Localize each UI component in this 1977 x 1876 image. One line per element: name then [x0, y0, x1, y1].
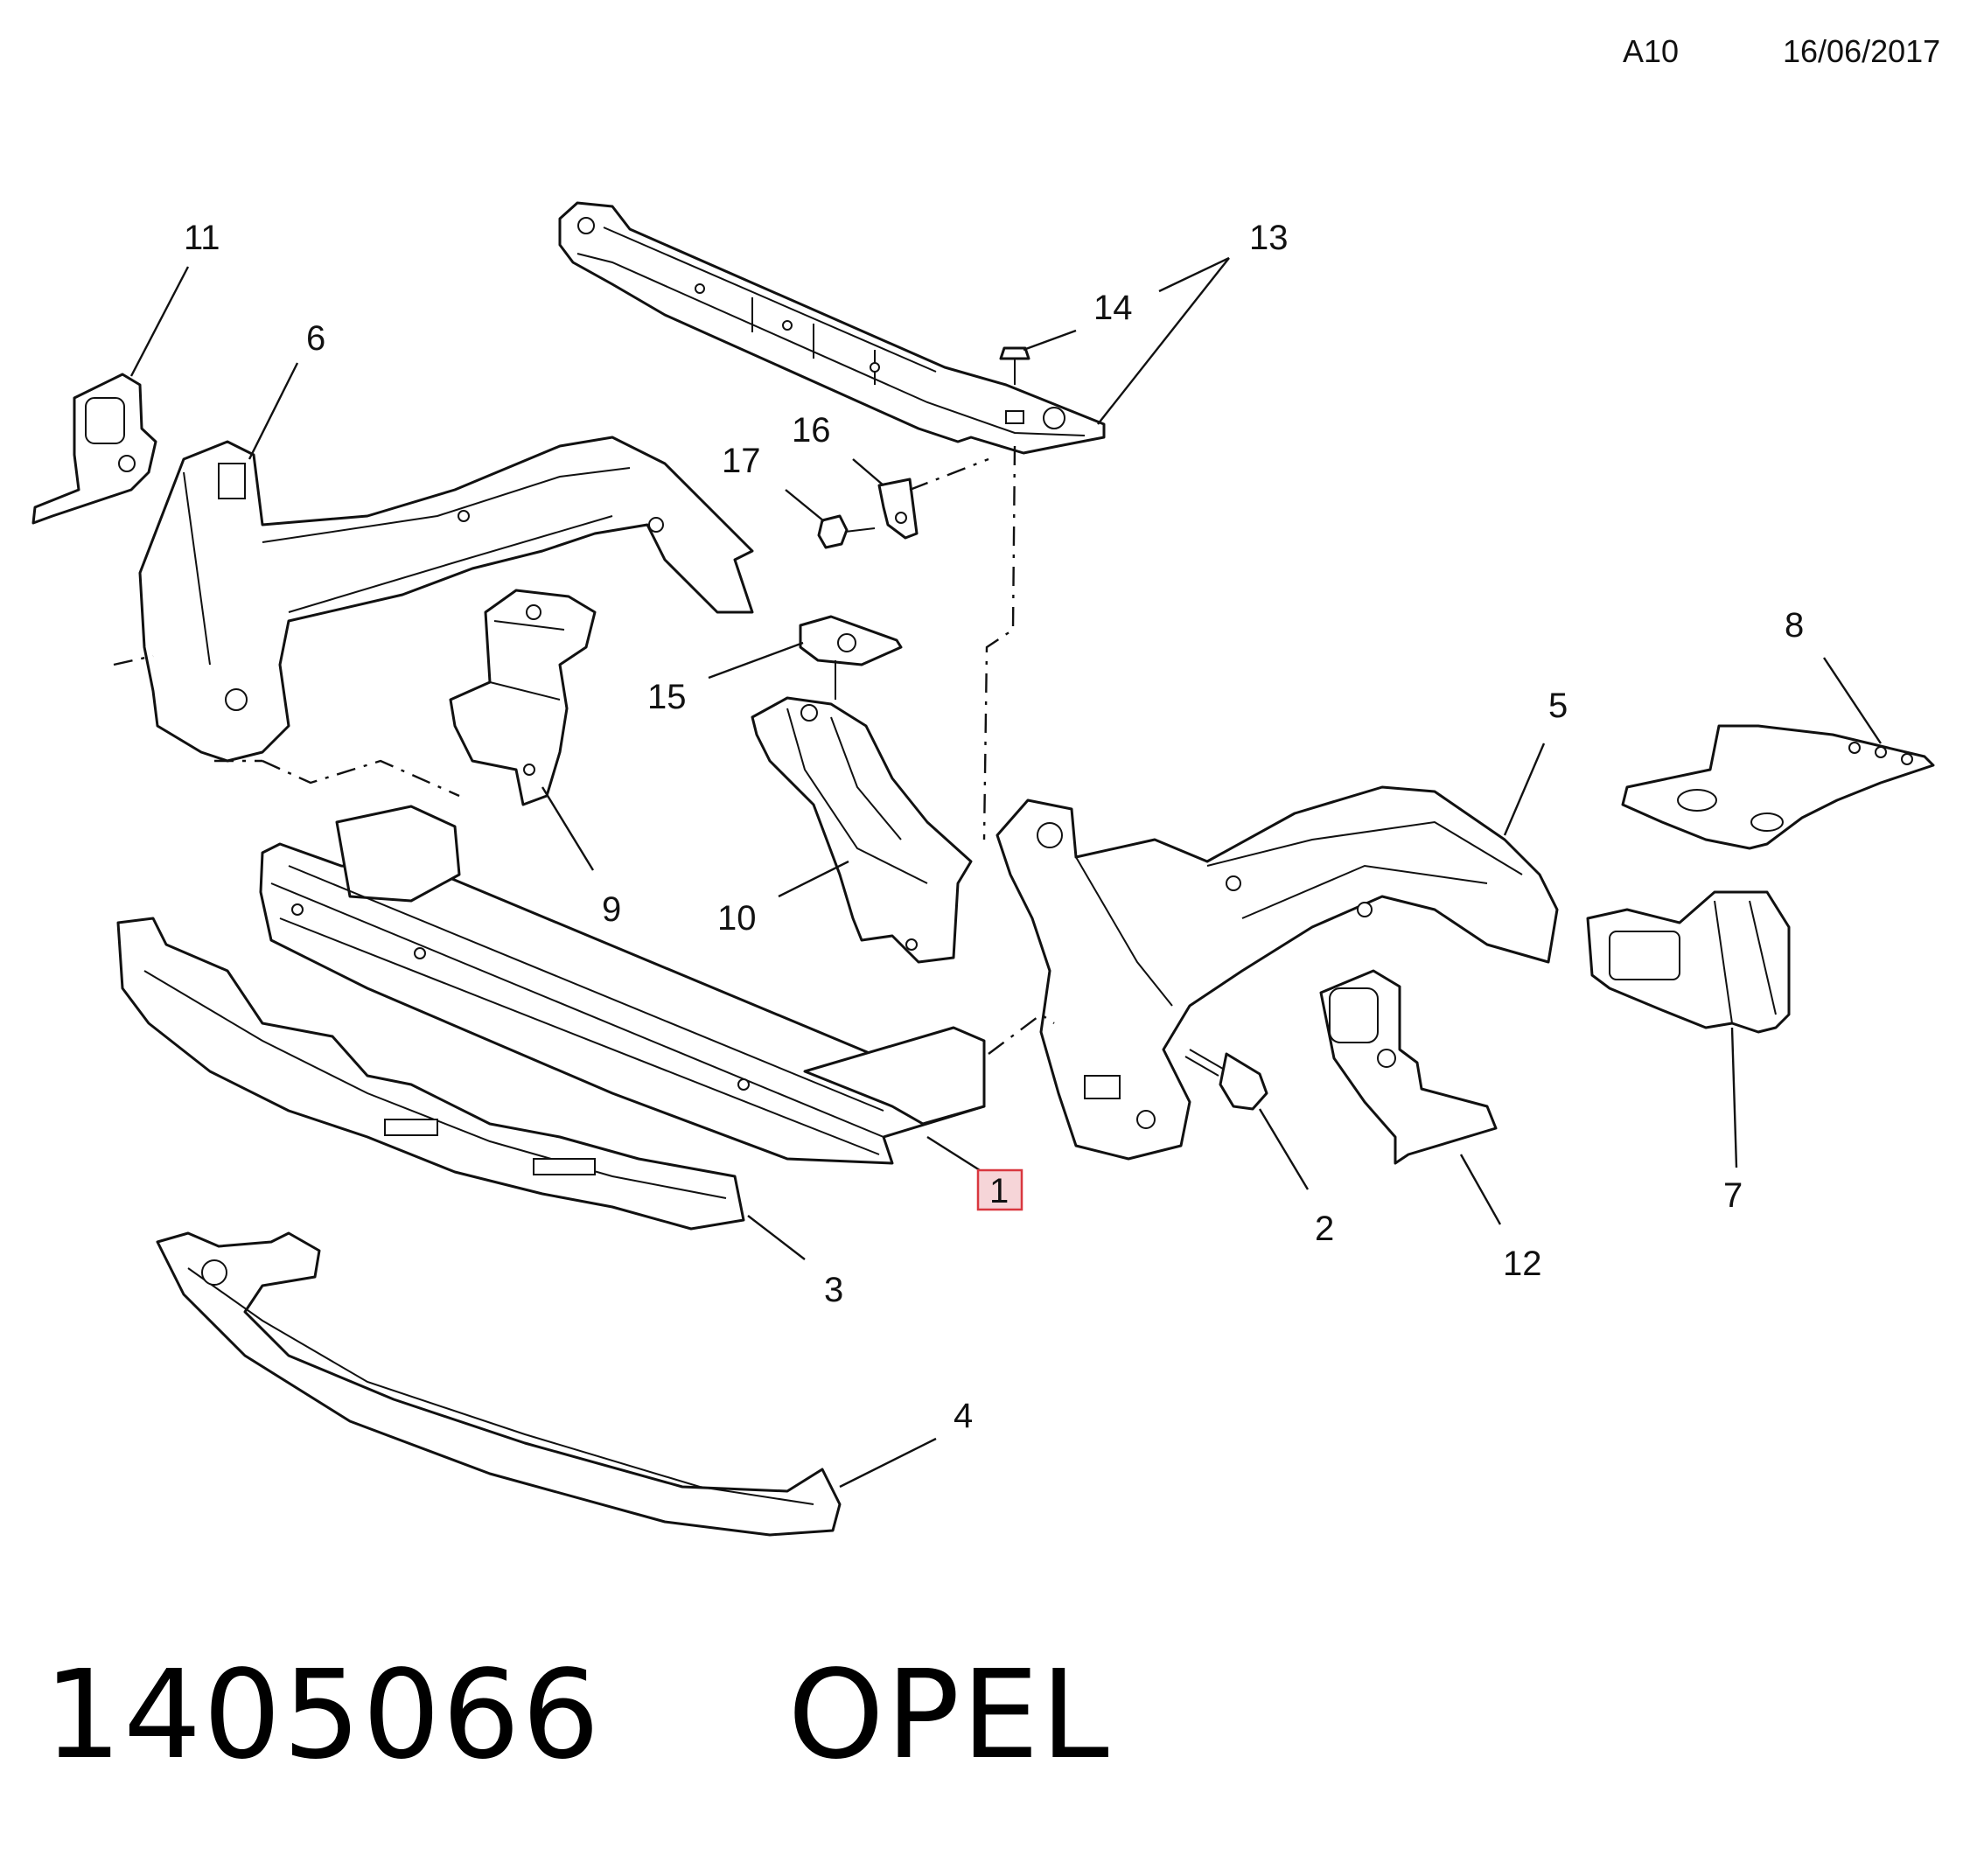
leader-15: [708, 641, 804, 680]
callout-3: 3: [824, 1271, 843, 1309]
callout-14: 14: [1093, 289, 1133, 327]
callout-17: 17: [722, 442, 761, 480]
callout-6: 6: [306, 319, 325, 358]
part-6-left-apron[interactable]: [138, 436, 754, 763]
sheet-code: A10: [1623, 33, 1680, 69]
part-17-bolt[interactable]: [817, 514, 876, 549]
leader-14: [1023, 329, 1077, 352]
assembly-line-left-beam: [113, 654, 262, 763]
leader-13a: [1158, 256, 1230, 293]
part-13-upper-tie-bar[interactable]: [558, 201, 1106, 455]
part-2-bolt[interactable]: [1184, 1049, 1268, 1111]
part-8-splash-shield[interactable]: [1621, 724, 1935, 850]
part-16-bracket[interactable]: [877, 478, 919, 540]
callout-2: 2: [1315, 1210, 1334, 1248]
drawing-date: 16/06/2017: [1783, 33, 1941, 69]
leader-17: [785, 489, 825, 522]
callout-16: 16: [792, 411, 831, 450]
leader-4: [839, 1437, 937, 1489]
callout-9: 9: [602, 890, 621, 929]
callout-13: 13: [1249, 219, 1289, 257]
part-1-bumper-beam[interactable]: [259, 805, 986, 1165]
footer-caption: 1405066 OPEL: [44, 1644, 1111, 1787]
brand-name: OPEL: [787, 1644, 1111, 1787]
callout-8: 8: [1785, 606, 1804, 645]
leader-13b: [1097, 257, 1230, 425]
callout-1[interactable]: 1: [989, 1172, 1009, 1210]
callout-10: 10: [717, 899, 757, 938]
assembly-line-center: [982, 445, 1016, 840]
leader-10: [778, 860, 849, 898]
part-14-screw[interactable]: [999, 346, 1030, 385]
leader-11: [129, 266, 190, 377]
part-9-left-reinforcement[interactable]: [449, 589, 597, 806]
leader-7: [1730, 1027, 1738, 1168]
part-10-right-reinforcement[interactable]: [751, 696, 973, 964]
leader-8: [1822, 657, 1883, 744]
part-3-energy-absorber[interactable]: [116, 917, 745, 1231]
assembly-line-left-rail: [262, 759, 460, 798]
leader-5: [1503, 743, 1546, 836]
callout-15: 15: [647, 678, 687, 716]
assembly-line-bracket: [909, 457, 989, 492]
part-15-plate[interactable]: [799, 615, 903, 700]
leader-12: [1459, 1154, 1502, 1225]
part-number: 1405066: [44, 1644, 602, 1787]
callout-4: 4: [954, 1397, 973, 1435]
leader-3: [747, 1215, 806, 1260]
part-7-wheelhouse-liner[interactable]: [1586, 890, 1791, 1034]
leader-1: [926, 1135, 981, 1172]
leader-16: [852, 458, 884, 486]
callout-11: 11: [184, 219, 220, 257]
callout-7: 7: [1723, 1176, 1743, 1215]
callout-12: 12: [1503, 1245, 1542, 1283]
leader-6: [248, 362, 299, 460]
leader-9: [541, 786, 595, 871]
part-5-right-apron[interactable]: [995, 785, 1559, 1161]
part-12-right-bracket[interactable]: [1319, 969, 1498, 1165]
leader-2: [1258, 1108, 1310, 1190]
callout-1-highlight: [976, 1168, 1023, 1211]
part-4-lower-deflector[interactable]: [156, 1231, 842, 1537]
part-11-left-bracket[interactable]: [31, 373, 157, 525]
callout-5: 5: [1548, 687, 1568, 725]
